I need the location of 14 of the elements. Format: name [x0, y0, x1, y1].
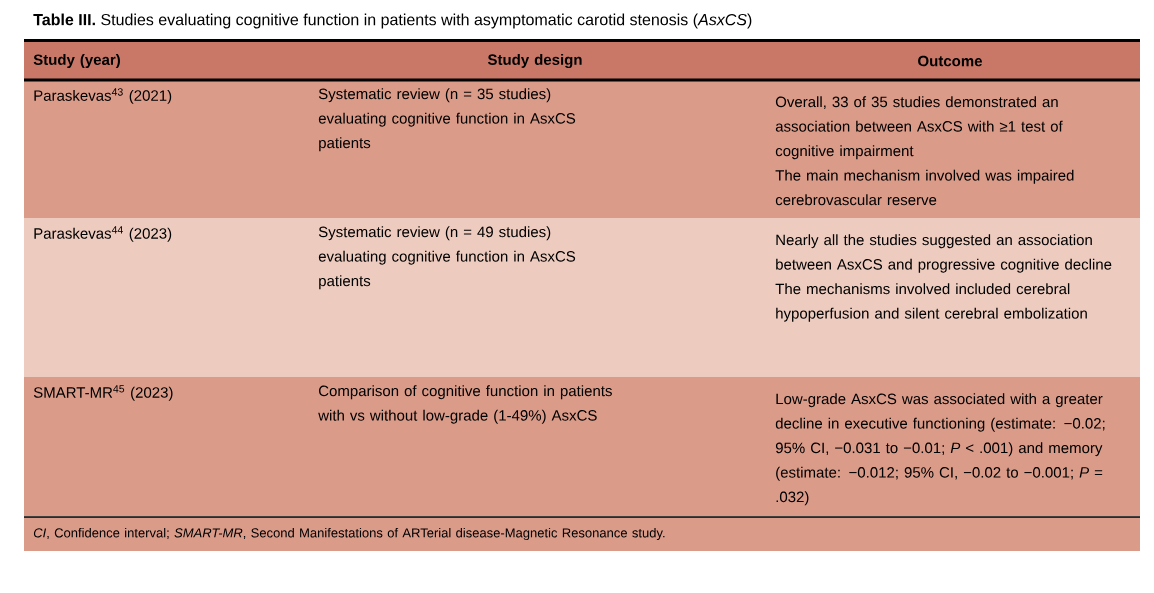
table-cell: Systematic review (n = 35 studies) evaluating cognitive function in AsxCS patients [310, 80, 760, 218]
table-cell: Paraskevas$^{44}$ (2023) [24, 218, 310, 377]
header-cell: Study design [310, 42, 760, 80]
table-cell: SMART-MR$^{45}$ (2023) [24, 377, 310, 516]
table-cell: Overall, 33 of 35 studies demonstrated an association between AsxCS with ≥1 test of cognitive impairment The main mechanism involved was impaired cerebrovascular reserve [760, 80, 1140, 218]
table-cell: Low-grade AsxCS was associated with a greater decline in executive functioning (estimate: −0.02; 95% CI, −0.031 to −0.01; P < .001) and memory (estimate: −0.012; 95% CI, −0.02 to −0.001; P = .032) [760, 377, 1140, 516]
table-cell: Systematic review (n = 49 studies) evaluating cognitive function in AsxCS patients [310, 218, 760, 377]
table-footnote: CI, Confidence interval; SMART-MR, Second Manifestations of ARTerial disease-Magnetic Resonance study. [24, 517, 1140, 551]
table-cell: Comparison of cognitive function in patients with vs without low-grade (1-49%) AsxCS [310, 377, 760, 516]
table-cell: Paraskevas$^{43}$ (2021) [24, 80, 310, 218]
header-cell: Study (year) [24, 42, 310, 80]
table-cell: Nearly all the studies suggested an association between AsxCS and progressive cognitive decline The mechanisms involved included cerebral hypoperfusion and silent cerebral embolization [760, 218, 1140, 377]
header-cell: Outcome [760, 42, 1140, 80]
table-title: Table III. Studies evaluating cognitive function in patients with asymptomatic carotid stenosis (AsxCS) [33, 13, 752, 29]
